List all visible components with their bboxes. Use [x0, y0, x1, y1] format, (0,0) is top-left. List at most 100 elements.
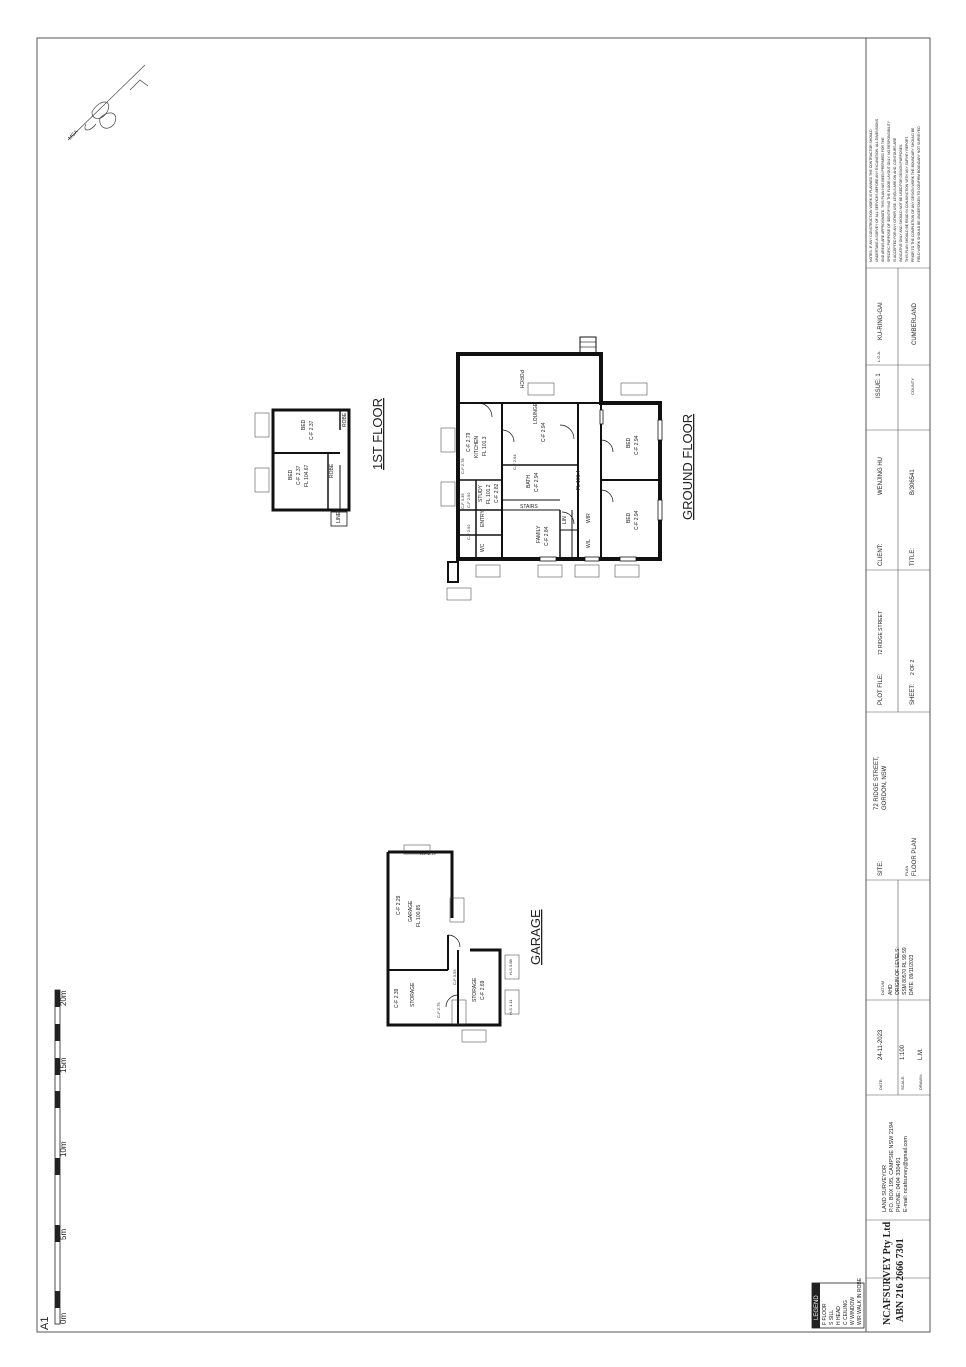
gf-tag-box — [440, 481, 456, 507]
garage-tag-box — [504, 954, 520, 980]
legend-item-5: W WINDOW — [850, 1297, 856, 1325]
garage-plan — [386, 850, 502, 1027]
drawn-value: L.M. — [918, 1048, 924, 1060]
sheet-label: SHEET: — [910, 684, 916, 705]
garage-tag-4: H-S 1.11 — [508, 999, 513, 1015]
garage-tag-box — [504, 989, 520, 1015]
surveyor-line-1: LAND SURVEYOR — [882, 1165, 888, 1212]
storage-1-cf: C-F 2.39 — [394, 988, 400, 1008]
storage-2-cf: C-F 2.69 — [480, 980, 486, 1000]
garage-tag-3: C-F 2.75 — [436, 1002, 441, 1018]
garage-cf: C-F 2.29 — [396, 895, 402, 915]
sheet-value: 2 OF 2 — [910, 659, 916, 675]
scale-value: 1:100 — [900, 1044, 906, 1060]
plan-label: PLAN — [904, 865, 909, 876]
first-floor-title: 1ST FLOOR — [370, 398, 385, 470]
note-line-1: NOTES: IF ANY CONSTRUCTION WORK IS PLANN… — [869, 129, 873, 262]
scale-tick-10: 10m — [59, 1141, 68, 1157]
surveyor-line-3: PHONE: 0404 330491 — [896, 1157, 902, 1212]
client: WENJING HU — [878, 457, 884, 495]
room-wl: W/L — [586, 539, 592, 548]
legend-item-4: C CEILING — [843, 1300, 849, 1325]
room-lounge-cf: C-F 2.94 — [541, 422, 547, 442]
title-value: B/306541 — [910, 469, 916, 495]
note-line-4: SPECIFIC PURPOSE OF IDENTIFYING THE FLOO… — [887, 120, 891, 262]
site-label: SITE: — [878, 861, 884, 876]
room-entry: ENTRY — [480, 509, 486, 527]
date-label: DATE: — [878, 1079, 883, 1090]
garage-tag-1: H-F 2.19 — [420, 851, 436, 856]
room-family-cf: C-F 2.84 — [544, 526, 550, 546]
plot-file: 72 RIDGE STREET — [878, 611, 884, 655]
garage-tag-2: C-F 3.55 — [452, 969, 457, 985]
first-floor-plan — [271, 408, 351, 527]
garage-labels: C-F 2.29 GARAGE FL 100.85 C-F 2.39 STORA… — [394, 844, 520, 1043]
garage-title: GARAGE — [528, 909, 543, 965]
lga: KU-RING-GAI — [878, 302, 884, 340]
legend-item-2: S SILL — [829, 1310, 835, 1325]
gf-tag-box — [620, 382, 648, 396]
gf-tag-box — [614, 564, 640, 578]
gf-tag-box — [475, 564, 501, 578]
room-porch: PORCH — [518, 370, 524, 388]
room-study-cf: C-F 2.82 — [494, 483, 500, 503]
note-line-3: AND AREAS ARE APPROXIMATE. THIS PLAN HAS… — [881, 137, 885, 262]
legend-item-6: WIR WALK IN ROBE — [857, 1277, 863, 1325]
scale-tick-0: 0m — [59, 1313, 68, 1324]
gf-tag-box — [440, 427, 456, 453]
gf-tag-box — [574, 564, 600, 578]
drawn-label: DRAWN: — [918, 1074, 923, 1090]
scale-tick-5: 5m — [59, 1229, 68, 1240]
date-value: 24-11-2023 — [878, 1029, 884, 1060]
ff-tag-box — [254, 412, 270, 438]
gf-tag-box — [527, 382, 555, 396]
room-bed-1: BED — [626, 437, 632, 448]
sheet-size-label: A1 — [39, 1317, 51, 1330]
scale-label: SCALE: — [900, 1076, 905, 1090]
room-bath: BATH — [526, 475, 532, 488]
room-kitchen-cf: C-F 2.79 — [466, 432, 472, 452]
ff-robe-2: ROBE — [329, 463, 335, 478]
first-floor-labels: BED C-F 2.37 BED C-F 2.37 FL 104.67 ROBE… — [254, 412, 348, 523]
north-arrow-icon: MGA — [67, 64, 149, 141]
gf-tag-4: C-F 2.78 — [460, 458, 465, 474]
room-wc: WC — [480, 543, 486, 552]
notes: NOTES: IF ANY CONSTRUCTION WORK IS PLANN… — [869, 118, 921, 262]
plan-value: FLOOR PLAN — [912, 838, 918, 876]
site-line-2: GORDON, NSW — [882, 765, 888, 810]
datum-label: DATUM — [880, 981, 885, 995]
legend-item-1: F FLOOR — [822, 1303, 828, 1325]
gf-tag-box — [537, 564, 563, 578]
ground-floor-level: FL 101.4 — [576, 470, 582, 490]
ff-bed-1-cf: C-F 2.37 — [309, 420, 315, 440]
note-line-7: THIS PLAN SHOULD BE READ IN CONJUNCTION … — [905, 136, 909, 262]
county: CUMBERLAND — [912, 302, 918, 345]
ff-bed-1: BED — [301, 419, 307, 430]
gf-tag-5: C-F 2.92 — [466, 492, 471, 508]
datum-line-4: DATE: 09/11/2023 — [909, 954, 915, 995]
note-line-8: PRIOR TO THE COMPLETION OF ANY DESIGN WO… — [911, 127, 915, 262]
room-study: STUDY — [478, 484, 484, 502]
surveyor-line-4: E-mail: ncafsurvey@gmail.com — [903, 1136, 909, 1212]
room-bed-2-cf: C-F 2.94 — [634, 510, 640, 530]
sheet-border — [36, 37, 931, 1333]
ground-floor-plan — [447, 336, 663, 583]
title-block — [866, 267, 930, 1279]
client-label: CLIENT: — [878, 543, 884, 566]
room-bath-cf: C-F 2.94 — [534, 472, 540, 492]
ff-robe-1: ROBE — [342, 412, 348, 427]
garage-tag-box — [449, 897, 465, 923]
ff-tag-box — [254, 467, 270, 493]
datum-line-1: AHD — [888, 984, 894, 995]
note-line-9: FIELD WORK SHOULD BE UNDERTAKEN TO CONFI… — [917, 125, 921, 262]
gf-tag-3: C-F 2.94 — [512, 454, 517, 470]
scale-bar: 0m 5m 10m 15m 20m — [54, 989, 68, 1325]
garage-tag-box — [403, 844, 431, 855]
company-abn: ABN 216 2666 7301 — [895, 1238, 906, 1322]
note-line-2: UNDERTAKE A SURVEY OF ALL SERVICES BEFOR… — [875, 118, 879, 262]
garage-tag-5: H-S 0.88 — [508, 958, 513, 975]
storage-2: STORAGE — [472, 977, 478, 1002]
title-label: TITLE: — [910, 548, 916, 566]
garage-tag-box — [461, 1029, 487, 1043]
company-name: NCAFSURVEY Pty Ltd — [882, 1221, 893, 1325]
